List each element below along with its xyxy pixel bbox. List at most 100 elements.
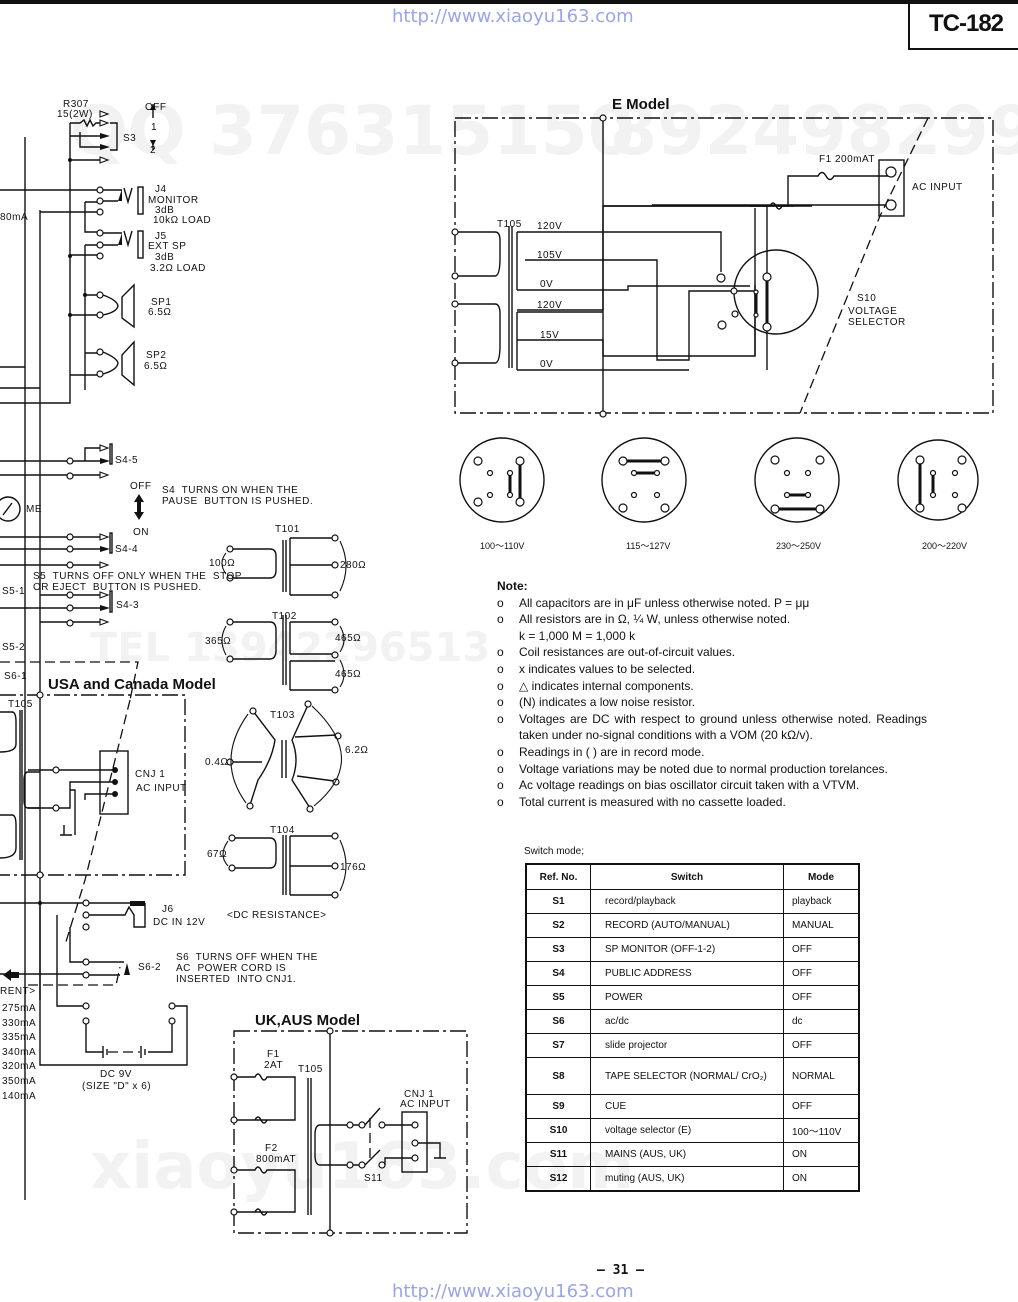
secondary	[290, 537, 335, 596]
wire	[70, 245, 100, 390]
sp2-ref: SP2	[146, 350, 167, 361]
uk-ac-input-label: AC INPUT	[400, 1099, 451, 1110]
e-wiring	[517, 231, 758, 361]
t103-secondary: 6.2Ω	[345, 745, 369, 756]
cell-ref: S3	[525, 937, 591, 962]
selector-label-230-250: 230～250V	[776, 541, 822, 551]
cell-mode: NORMAL	[783, 1057, 860, 1095]
uk-f1-label: F1	[267, 1049, 280, 1060]
e-tap-0v-lower: 0V	[540, 359, 554, 370]
r307-resistor	[70, 118, 100, 128]
cell-mode: OFF	[783, 961, 860, 986]
ac-input-socket	[878, 159, 905, 217]
dc-in-label: DC IN 12V	[153, 917, 206, 928]
e-t105-label: T105	[497, 219, 522, 230]
j6-wiring	[56, 902, 146, 1007]
s10-name: VOLTAGE SELECTOR	[848, 306, 906, 328]
core	[19, 710, 23, 860]
model-boundary	[454, 117, 994, 414]
t101-ref: T101	[275, 524, 300, 535]
j4-load: 10kΩ LOAD	[153, 215, 212, 226]
primary-coil	[0, 711, 17, 753]
cell-switch: voltage selector (E)	[590, 1118, 784, 1143]
contact	[99, 156, 110, 164]
secondary	[314, 1124, 350, 1166]
t103-primary: 0.4Ω	[205, 757, 229, 768]
t101	[221, 534, 347, 599]
e-model-title: E Model	[612, 96, 670, 113]
primary-upper	[455, 231, 501, 277]
current-5: 350mA	[2, 1076, 37, 1087]
uk-aus-box	[230, 1027, 468, 1237]
cell-ref: S7	[525, 1033, 591, 1058]
j6-tip	[130, 901, 145, 906]
s4-on-label: ON	[133, 527, 149, 538]
current-1: 330mA	[2, 1018, 37, 1029]
header-ref: Ref. No.	[525, 863, 591, 890]
cell-mode: OFF	[783, 1094, 860, 1119]
footer-url[interactable]: http://www.xiaoyu163.com	[392, 1281, 634, 1302]
uk-f2-value: 800mAT	[256, 1154, 297, 1165]
wire	[0, 447, 100, 476]
contact	[100, 144, 110, 150]
wire	[85, 1024, 173, 1053]
sp2-imp: 6.5Ω	[144, 361, 168, 372]
contact	[99, 110, 110, 118]
cell-ref: S12	[525, 1166, 591, 1192]
cell-ref: S10	[525, 1118, 591, 1143]
uk-f2-label: F2	[265, 1143, 278, 1154]
e-fuse-label: F1 200mAT	[819, 154, 875, 165]
wire	[384, 1124, 446, 1165]
f2-fuse-loop	[234, 1166, 296, 1216]
s3-switch-section	[24, 104, 156, 1200]
s6-link	[0, 661, 139, 701]
cell-switch: POWER	[590, 985, 784, 1010]
cell-switch: MAINS (AUS, UK)	[590, 1142, 784, 1167]
s3-label: S3	[123, 133, 137, 144]
jack-j5	[137, 230, 144, 259]
meter	[0, 496, 21, 522]
current-0: 275mA	[2, 1003, 37, 1014]
s10-label: S10	[857, 293, 877, 304]
contact	[99, 119, 110, 127]
core	[281, 740, 287, 778]
s3-pos-1: 1	[151, 122, 158, 133]
t101-primary: 100Ω	[209, 558, 236, 569]
sp1-imp: 6.5Ω	[148, 307, 172, 318]
core	[508, 226, 513, 368]
wire	[70, 201, 100, 256]
note-item: o(N) indicates a low noise resistor.	[497, 695, 696, 710]
core	[282, 615, 287, 685]
cell-ref: S9	[525, 1094, 591, 1119]
battery-cells	[102, 1046, 146, 1058]
e-model-box	[451, 114, 994, 418]
primary-lower	[455, 303, 501, 364]
t104-primary: 67Ω	[207, 849, 228, 860]
cell-mode: OFF	[783, 937, 860, 962]
core	[282, 540, 287, 592]
s5-note: S5 TURNS OFF ONLY WHEN THE STOP OR EJECT…	[33, 571, 242, 593]
s3-bar	[110, 122, 118, 151]
primary	[230, 548, 277, 579]
secondary	[289, 835, 335, 896]
current-arrow	[3, 969, 19, 981]
header-url[interactable]: http://www.xiaoyu163.com	[392, 6, 634, 27]
secondary	[291, 704, 338, 809]
s5-2-label: S5-2	[2, 642, 26, 653]
s4-5-bar	[109, 443, 113, 465]
cell-switch: RECORD (AUTO/MANUAL)	[590, 913, 784, 938]
t102-secondary-a: 465Ω	[335, 633, 362, 644]
usa-t105-label: T105	[8, 699, 33, 710]
